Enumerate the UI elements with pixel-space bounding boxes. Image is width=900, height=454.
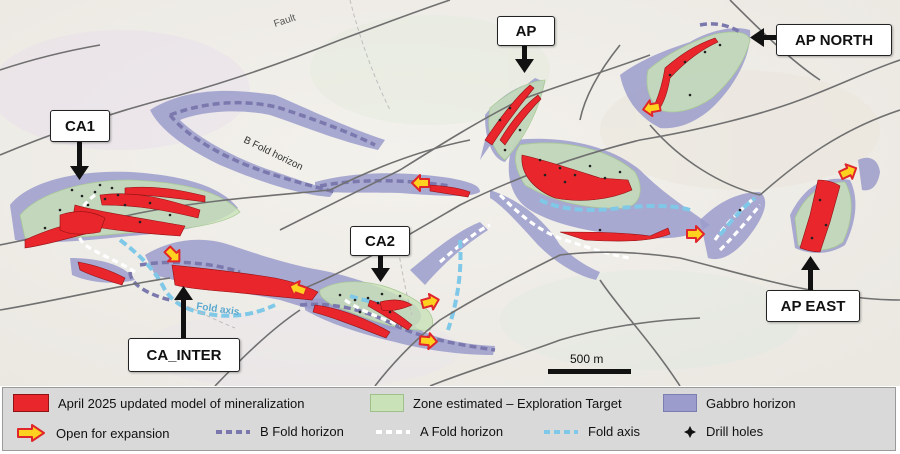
legend-item-exploration-target: Zone estimated – Exploration Target [370,394,622,412]
drill-hole-icon [684,425,696,438]
geological-map: Fault B Fold horizon Fold axis 500 m [0,0,900,386]
b-fold-swatch [216,429,250,434]
legend-item-b-fold: B Fold horizon [215,424,344,439]
scale-bar: 500 m [548,352,631,374]
legend-label-b-fold: B Fold horizon [260,424,344,439]
legend: April 2025 updated model of mineralizati… [2,387,896,451]
ap-pointer [515,43,534,73]
expansion-arrow [288,280,308,298]
drill-holes [43,43,828,314]
expansion-arrow [163,245,181,263]
ca1-pointer [70,140,89,180]
callout-pointers [70,28,820,338]
legend-item-a-fold: A Fold horizon [375,424,503,439]
legend-item-mineralization: April 2025 updated model of mineralizati… [13,394,304,412]
expansion-arrow [686,225,705,243]
callout-ap-north: AP NORTH [776,24,892,56]
ca-inter-pointer [174,286,193,338]
legend-label-mineralization: April 2025 updated model of mineralizati… [58,395,305,411]
legend-item-drill-holes: Drill holes [683,424,763,439]
expansion-arrow [418,332,438,351]
terrain-tint [0,15,880,386]
scale-bar-line [548,369,631,374]
legend-label-a-fold: A Fold horizon [420,424,504,439]
expansion-arrow [642,99,662,118]
legend-label-expansion: Open for expansion [56,425,170,441]
callout-ca2: CA2 [350,226,410,256]
a-fold-swatch [376,429,410,434]
callout-ap-east: AP EAST [766,290,860,322]
ap-north-pointer [750,28,776,47]
callout-ap: AP [497,16,555,46]
expansion-arrow [838,163,858,181]
legend-item-fold-axis: Fold axis [543,424,640,439]
mineralization-swatch [13,394,49,412]
expansion-arrow [411,174,430,192]
ap-east-pointer [801,256,820,290]
exploration-target-swatch [370,394,404,412]
b-fold-horizons [128,22,741,352]
fold-axis-swatch [544,429,578,434]
legend-label-fold-axis: Fold axis [588,424,641,439]
legend-label-drill-holes: Drill holes [706,424,764,439]
ca2-pointer [371,254,390,282]
legend-item-expansion: Open for expansion [15,424,169,442]
expansion-arrow-icon [17,424,45,442]
callout-ca-inter: CA_INTER [128,338,240,372]
mineralization-bodies [24,37,841,339]
legend-label-gabbro: Gabbro horizon [706,395,796,411]
gabbro-swatch [663,394,697,412]
legend-item-gabbro: Gabbro horizon [663,394,796,412]
legend-label-exploration-target: Zone estimated – Exploration Target [413,395,622,411]
scale-bar-label: 500 m [570,352,603,366]
expansion-arrow [420,293,440,311]
expansion-arrows [163,99,858,351]
callout-ca1: CA1 [50,110,110,142]
